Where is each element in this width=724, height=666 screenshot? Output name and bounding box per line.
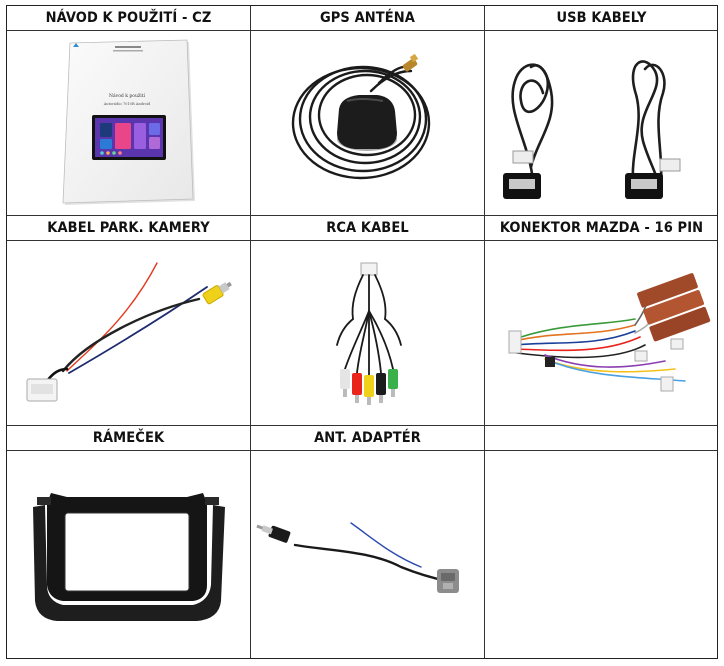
camera-cable-image	[7, 241, 250, 425]
col-divider	[250, 6, 251, 658]
header-antenna-adapter: ANT. ADAPTÉR	[314, 430, 421, 446]
row-divider	[7, 425, 717, 426]
usb-cables-image	[485, 31, 718, 215]
header-manual: NÁVOD K POUŽITÍ - CZ	[45, 10, 212, 26]
header-gps-antenna: GPS ANTÉNA	[319, 10, 416, 26]
header-frame: RÁMEČEK	[92, 430, 165, 446]
manual-image: Návod k použití Autorádio 7010B Android	[7, 31, 250, 215]
antenna-adapter-image	[251, 451, 484, 659]
col-divider	[484, 6, 485, 658]
manual-subtitle: Autorádio 7010B Android	[103, 102, 151, 106]
manual-title: Návod k použití	[109, 92, 145, 99]
header-usb-cables: USB KABELY	[556, 10, 647, 26]
rca-cable-image	[251, 241, 484, 425]
header-empty	[485, 426, 718, 450]
header-rca-cable: RCA KABEL	[326, 220, 409, 236]
header-mazda-connector: KONEKTOR MAZDA - 16 PIN	[499, 220, 704, 236]
row-divider	[7, 30, 717, 31]
empty-cell	[485, 451, 718, 659]
row-divider	[7, 215, 717, 216]
mazda-connector-image	[485, 241, 718, 425]
components-table: NÁVOD K POUŽITÍ - CZ GPS ANTÉNA USB KABE…	[6, 5, 718, 659]
header-camera-cable: KABEL PARK. KAMERY	[47, 220, 210, 236]
brand-logo-icon	[73, 43, 79, 47]
row-divider	[7, 240, 717, 241]
gps-antenna-image	[251, 31, 484, 215]
frame-image	[7, 451, 250, 659]
row-divider	[7, 450, 717, 451]
